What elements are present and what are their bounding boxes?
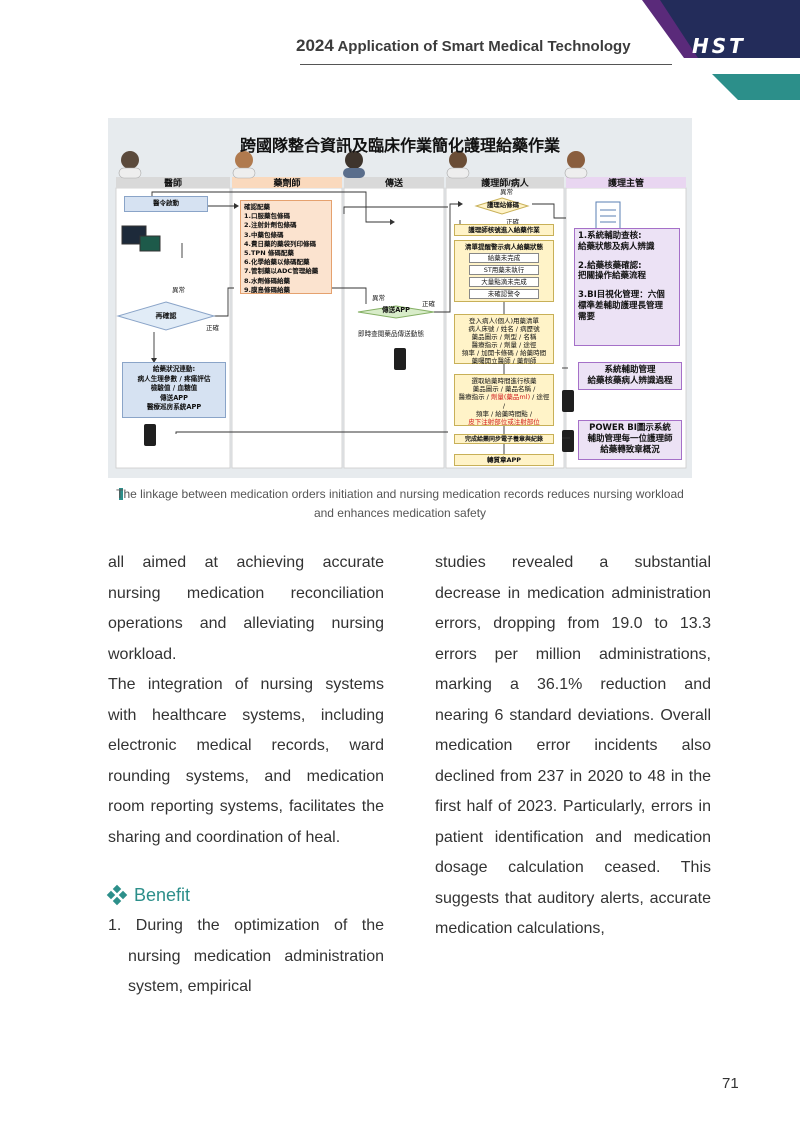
lane-doctor: 醫師	[116, 178, 230, 189]
status-item: 給藥未完成	[469, 253, 539, 263]
clear-check-title: 清單提醒警示病人給藥狀態	[461, 243, 547, 251]
realtime-check: 選取給藥時間進行核藥	[458, 377, 550, 385]
workflow-figure: 跨國隊整合資訊及臨床作業簡化護理給藥作業 醫師 藥劑師 傳送 護理師/病人 護理…	[108, 118, 692, 478]
figure-title: 跨國隊整合資訊及臨床作業簡化護理給藥作業	[108, 132, 692, 156]
left-paragraph-2: The integration of nursing systems with …	[108, 670, 384, 853]
status-line: 醫療巡房系統APP	[126, 403, 222, 413]
sys-aux-line: 系統輔助管理	[582, 365, 678, 376]
drug-info-part: 醫療指示 /	[459, 393, 491, 401]
manager-functions-box: 1.系統輔助查核: 給藥狀態及病人辨識 2.給藥核藥確認: 把關操作給藥流程 3…	[574, 228, 680, 346]
right-paragraph: studies revealed a substantial decrease …	[435, 548, 711, 945]
benefit-heading: Benefit	[108, 881, 384, 909]
powerbi-line: 給藥轉致章概況	[582, 445, 678, 456]
mgr-line: 需要	[578, 312, 676, 323]
status-item: 未確認警令	[469, 289, 539, 299]
complete-record-box: 完成給藥同步電子養章與紀錄	[454, 434, 554, 444]
powerbi-line: POWER BI圖示系統	[582, 423, 678, 434]
header-year: 2024	[296, 36, 334, 55]
station-scan-label: 護理站條碼	[478, 202, 528, 212]
drug-info-line: 皮下注射部位或注射部位	[458, 418, 550, 426]
pharm-step: 2.注射針劑包條碼	[244, 221, 328, 230]
mgr-line: 給藥狀態及病人辨識	[578, 242, 676, 253]
mgr-line: 2.給藥核藥確認:	[578, 261, 676, 272]
status-line: 檢驗值 / 血糖值	[126, 384, 222, 394]
pharm-step: 3.中藥包條碼	[244, 231, 328, 240]
patient-info-line: 藥品圖示 / 劑型 / 名稱	[458, 333, 550, 341]
pharm-step: 8.水劑條碼給藥	[244, 277, 328, 286]
status-line: 給藥狀況連動:	[126, 365, 222, 375]
patient-info-line: 病人床號 / 姓名 / 病歷號	[458, 325, 550, 333]
patient-list-box: 登入病人(個人)用藥清單 病人床號 / 姓名 / 病歷號 藥品圖示 / 劑型 /…	[454, 314, 554, 364]
left-paragraph-1: all aimed at achieving accurate nursing …	[108, 548, 384, 670]
drug-info-line: 頻率 / 給藥時間點 /	[458, 410, 550, 418]
correct-label-transport: 正確	[422, 298, 435, 308]
patient-info-line: 醫療指示 / 劑量 / 途徑	[458, 341, 550, 349]
pharmacist-steps-box: 確認配藥 1.口服藥包條碼 2.注射針劑包條碼 3.中藥包條碼 4.費日藥的藥袋…	[240, 200, 332, 294]
system-aux-box: 系統輔助管理 給藥核藥病人辨識過程	[578, 362, 682, 390]
diamond-bullet-icon	[108, 886, 126, 904]
header-title: Application of Smart Medical Technology	[337, 38, 630, 55]
correct-label-doctor: 正確	[206, 322, 219, 332]
patient-info-line: 頻率 / 加開卡條碼 / 給藥時間	[458, 349, 550, 357]
transport-note: 即時查閱藥品傳送動態	[358, 328, 424, 338]
reconfirm-label: 再確認	[138, 311, 194, 323]
pharm-step: 4.費日藥的藥袋列印條碼	[244, 240, 328, 249]
left-column: all aimed at achieving accurate nursing …	[108, 548, 384, 1003]
list-item-1: 1. During the optimization of the nursin…	[108, 911, 384, 1003]
mgr-line: 標準差輔助護理長管理	[578, 301, 676, 312]
drug-check-box: 選取給藥時間進行核藥 藥品圖示 / 藥品名稱 / 醫療指示 / 劑量(藥品ml)…	[454, 374, 554, 426]
pharm-step: 9.膜島條碼給藥	[244, 286, 328, 295]
pharm-step: 7.管制藥以ADC管理給藥	[244, 267, 328, 276]
doctor-order-box: 醫令啟動	[124, 196, 208, 212]
abnormal-label-transport: 異常	[372, 292, 385, 302]
clear-check-box: 清單提醒警示病人給藥狀態 給藥未完成 ST用藥未執行 大量點滴未完成 未確認警令	[454, 240, 554, 302]
pharm-step: 5.TPN 條碼配藥	[244, 249, 328, 258]
powerbi-line: 輔助管理每一位護理師	[582, 434, 678, 445]
login-header: 登入病人(個人)用藥清單	[458, 317, 550, 325]
transport-app-label: 傳送APP	[370, 307, 422, 317]
lane-pharmacist: 藥劑師	[232, 178, 342, 189]
header-rule	[300, 64, 672, 65]
lane-nurse-manager: 護理主管	[566, 178, 686, 189]
running-header: 2024 Application of Smart Medical Techno…	[296, 36, 631, 56]
mgr-line: 3.BI目視化管理：六個	[578, 290, 676, 301]
abnormal-label-doctor: 異常	[172, 284, 185, 294]
status-item: 大量點滴未完成	[469, 277, 539, 287]
sys-aux-line: 給藥核藥病人辨識過程	[582, 376, 678, 387]
abnormal-label-nurse: 異常	[500, 186, 513, 196]
nurse-scan-start-box: 護理師核號進入給藥作業	[454, 224, 554, 236]
status-item: ST用藥未執行	[469, 265, 539, 275]
lane-transport: 傳送	[344, 178, 444, 189]
status-line: 病人生理參數 / 疼痛評估	[126, 375, 222, 385]
hst-logo: HST	[692, 34, 746, 58]
pharm-step: 確認配藥	[244, 203, 328, 212]
status-line: 傳送APP	[126, 394, 222, 404]
status-linkage-box: 給藥狀況連動: 病人生理參數 / 疼痛評估 檢驗值 / 血糖值 傳送APP 醫療…	[122, 362, 226, 418]
mgr-line: 1.系統輔助查核:	[578, 231, 676, 242]
drug-info-dose: 劑量(藥品ml)	[491, 393, 530, 401]
patient-info-line: 藥囑開立醫師 / 藥劑師	[458, 357, 550, 365]
figure-caption: The linkage between medication orders in…	[116, 485, 684, 523]
right-column: studies revealed a substantial decrease …	[435, 548, 711, 945]
mgr-line: 把關操作給藥流程	[578, 271, 676, 282]
page-number: 71	[722, 1075, 739, 1092]
drug-info-line: 醫療指示 / 劑量(藥品ml) / 途徑 /	[458, 393, 550, 409]
nurse-app-box: 轉質章APP	[454, 454, 554, 466]
benefit-title: Benefit	[134, 881, 190, 909]
powerbi-box: POWER BI圖示系統 輔助管理每一位護理師 給藥轉致章概況	[578, 420, 682, 460]
